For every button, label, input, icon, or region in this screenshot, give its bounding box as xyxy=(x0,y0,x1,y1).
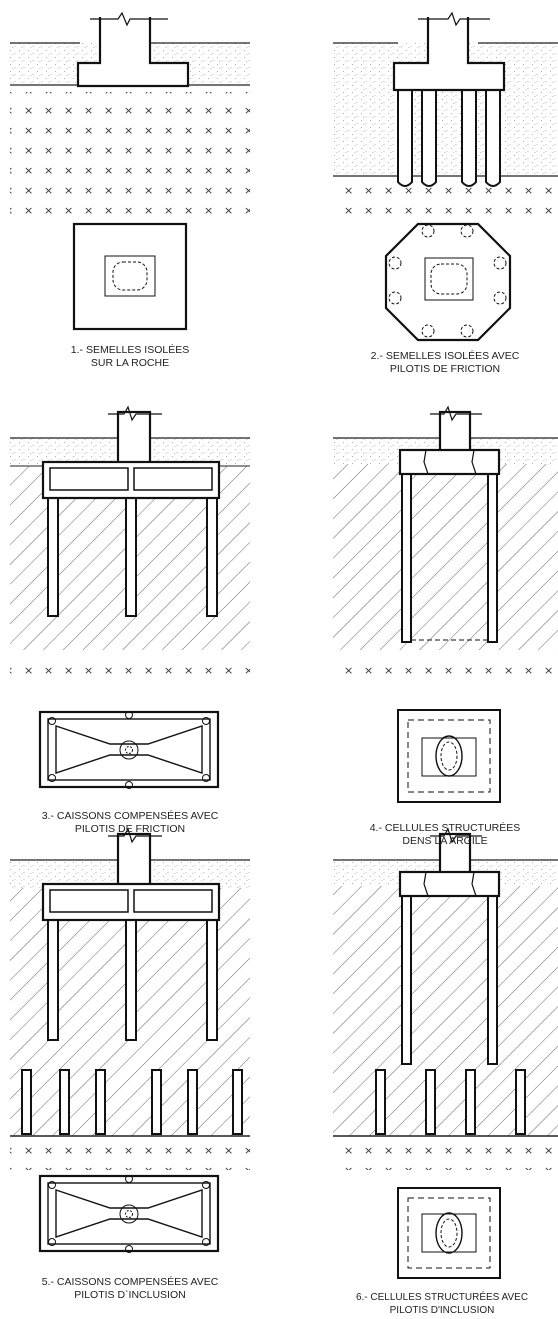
caption-line2: PILOTIS DE FRICTION xyxy=(74,823,186,835)
piles xyxy=(47,493,218,617)
panel-5-caissons-inclusion xyxy=(10,827,250,1253)
caption-5: 5.- CAISSONS COMPENSÉES AVEC PILOTIS D`I… xyxy=(10,1276,250,1302)
panel-1-semelles-roche xyxy=(10,11,250,331)
caption-line1: CAISSONS COMPENSÉES AVEC xyxy=(56,810,219,822)
caption-line2: SUR LA ROCHE xyxy=(90,357,170,369)
caption-4: 4.- CELLULES STRUCTURÉES DENS LA ARGILE xyxy=(340,822,550,848)
plan-view-3 xyxy=(38,710,220,789)
inclusion-piles xyxy=(375,1069,526,1135)
panel-6-cellules-inclusion xyxy=(333,827,558,1279)
caption-1: 1.- SEMELLES ISOLÉES SUR LA ROCHE xyxy=(30,344,230,370)
plan-view-6 xyxy=(397,1187,501,1279)
cell-cap xyxy=(398,410,501,476)
caption-number: 5.- xyxy=(41,1276,54,1288)
caption-line1: CELLULES STRUCTURÉES xyxy=(384,822,521,834)
caption-line1: SEMELLES ISOLÉES xyxy=(85,344,190,356)
caption-6: 6.- CELLULES STRUCTURÉES AVEC PILOTIS D'… xyxy=(328,1291,556,1317)
caption-number: 2.- xyxy=(370,350,383,362)
caption-line2: PILOTIS D`INCLUSION xyxy=(74,1289,186,1301)
plan-view-2 xyxy=(384,222,512,342)
panel-3-caissons-friction xyxy=(10,405,250,789)
caption-line2: PILOTIS DE FRICTION xyxy=(389,363,501,375)
panel-2-semelles-pilotis-friction xyxy=(333,11,558,342)
caisson xyxy=(41,410,221,500)
plan-view-4 xyxy=(397,709,501,803)
inclusion-piles xyxy=(21,1069,243,1135)
caption-2: 2.- SEMELLES ISOLÉES AVEC PILOTIS DE FRI… xyxy=(340,350,550,376)
footing xyxy=(392,17,506,92)
caption-line1: CAISSONS COMPENSÉES AVEC xyxy=(56,1276,219,1288)
footing xyxy=(76,17,190,88)
plan-view-1 xyxy=(72,222,188,331)
caption-number: 6.- xyxy=(355,1292,368,1303)
caption-number: 4.- xyxy=(369,822,382,834)
caption-line1: CELLULES STRUCTURÉES AVEC xyxy=(370,1292,529,1303)
plan-view-5 xyxy=(38,1174,220,1253)
caption-number: 1.- xyxy=(70,344,84,356)
caption-number: 3.- xyxy=(41,810,54,822)
cell-cap xyxy=(398,832,501,898)
caption-line2: DENS LA ARGILE xyxy=(402,835,488,847)
caption-line2: PILOTIS D'INCLUSION xyxy=(389,1305,495,1316)
caisson xyxy=(41,832,221,922)
caption-3: 3.- CAISSONS COMPENSÉES AVEC PILOTIS DE … xyxy=(10,810,250,836)
panel-4-cellules-argile xyxy=(333,405,558,803)
caption-line1: SEMELLES ISOLÉES AVEC xyxy=(385,350,520,362)
